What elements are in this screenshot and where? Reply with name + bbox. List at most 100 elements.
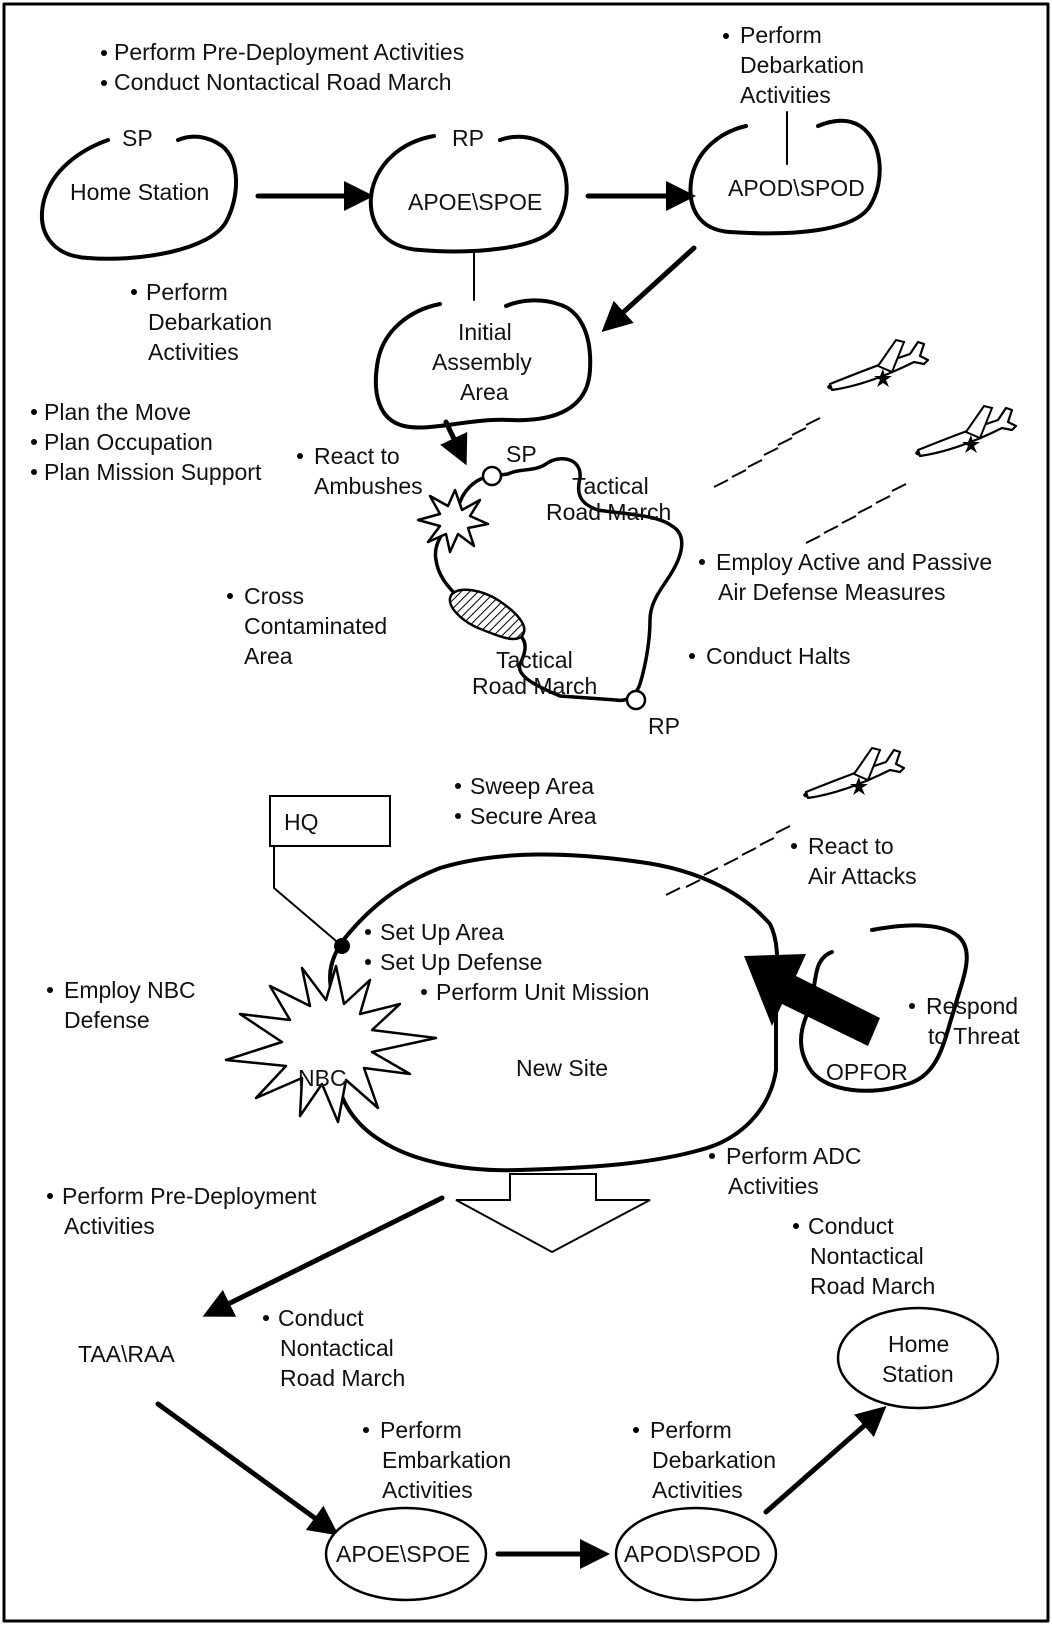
- apod-spod-area: [688, 118, 882, 236]
- embark-text: Perform: [380, 1417, 462, 1443]
- bullet-dot: [455, 783, 461, 789]
- tactical-label: Road March: [546, 499, 671, 525]
- sweep-text: Sweep Area: [470, 773, 594, 799]
- initial-assembly-label: Assembly: [432, 349, 532, 375]
- air-defense-text: Employ Active and Passive: [716, 549, 992, 575]
- home-station-label: Station: [882, 1361, 954, 1387]
- redeploy-arrow: [455, 1173, 651, 1254]
- tactical-label: Road March: [472, 673, 597, 699]
- ambush-text: React to: [314, 443, 400, 469]
- apoe-spoe-ellipse: [324, 1506, 488, 1602]
- debark-text: Perform: [650, 1417, 732, 1443]
- bullet-dot: [689, 653, 695, 659]
- bullet-dot: [365, 929, 371, 935]
- hq-box: [269, 795, 391, 847]
- bullet-dot: [227, 593, 233, 599]
- bullet-text: Perform Pre-Deployment Activities: [114, 39, 464, 65]
- apod-spod-ellipse: [614, 1506, 778, 1602]
- contaminated-text: Contaminated: [244, 613, 387, 639]
- road-march-text: Conduct: [278, 1305, 364, 1331]
- adc-text: Perform ADC: [726, 1143, 861, 1169]
- rp-label: RP: [452, 125, 484, 151]
- nbc-burst-icon: [224, 964, 438, 1124]
- bullet-dot: [793, 1223, 799, 1229]
- bullet-dot: [365, 959, 371, 965]
- road-march-text: Nontactical: [810, 1243, 924, 1269]
- sp-label: SP: [506, 441, 537, 467]
- bullet-dot: [31, 469, 37, 475]
- initial-assembly-label: Initial: [458, 319, 512, 345]
- bullet-dot: [909, 1003, 915, 1009]
- bullet-dot: [297, 453, 303, 459]
- flow-arrow: [763, 1406, 887, 1515]
- threat-text: Respond: [926, 993, 1018, 1019]
- road-march-text: Road March: [810, 1273, 935, 1299]
- jet-icon: [914, 404, 1018, 458]
- initial-assembly-area: [373, 298, 593, 430]
- rp-checkpoint: [625, 689, 647, 711]
- jet-icon: [826, 338, 930, 392]
- home-station-ellipse: [836, 1306, 1000, 1410]
- nbc-label: NBC: [298, 1065, 347, 1091]
- tactical-label: Tactical: [572, 473, 649, 499]
- opfor-label: OPFOR: [826, 1059, 908, 1085]
- apod-spod-label: APOD\SPOD: [624, 1541, 761, 1567]
- road-march-text: Nontactical: [280, 1335, 394, 1361]
- sp-checkpoint: [481, 465, 503, 487]
- debark-text: Perform: [146, 279, 228, 305]
- contaminated-text: Cross: [244, 583, 304, 609]
- pre-deploy-text: Perform Pre-Deployment: [62, 1183, 317, 1209]
- ambush-burst-icon: [416, 488, 490, 554]
- air-attack-text: Air Attacks: [808, 863, 917, 889]
- gunfire-lines: [665, 825, 791, 896]
- halts-text: Conduct Halts: [706, 643, 850, 669]
- home-station-label: Home: [888, 1331, 949, 1357]
- adc-text: Activities: [728, 1173, 819, 1199]
- nbc-defense-text: Defense: [64, 1007, 150, 1033]
- bullet-dot: [101, 80, 107, 86]
- taa-raa-label: TAA\RAA: [78, 1341, 175, 1367]
- plan-text: Plan Occupation: [44, 429, 213, 455]
- home-station-label: Home Station: [70, 179, 209, 205]
- threat-arrow: [744, 954, 880, 1046]
- nbc-defense-text: Employ NBC: [64, 977, 196, 1003]
- embark-text: Activities: [382, 1477, 473, 1503]
- flow-arrow: [440, 419, 468, 466]
- sweep-text: Secure Area: [470, 803, 597, 829]
- bullet-dot: [47, 1193, 53, 1199]
- hq-leader-line: [273, 845, 343, 947]
- flow-arrow: [155, 1401, 339, 1536]
- plan-text: Plan the Move: [44, 399, 191, 425]
- pre-deploy-text: Activities: [64, 1213, 155, 1239]
- bullet-dot: [101, 50, 107, 56]
- embark-text: Embarkation: [382, 1447, 511, 1473]
- home-station-area: [40, 134, 238, 261]
- air-attack-text: React to: [808, 833, 894, 859]
- contaminated-area: [448, 588, 526, 641]
- tactical-label: Tactical: [496, 647, 573, 673]
- apoe-spoe-label: APOE\SPOE: [408, 189, 542, 215]
- tactical-route: [433, 457, 684, 703]
- bullet-dot: [31, 409, 37, 415]
- debark-text: Debarkation: [740, 52, 864, 78]
- setup-text: Perform Unit Mission: [436, 979, 649, 1005]
- hq-label: HQ: [284, 809, 319, 835]
- apod-spod-label: APOD\SPOD: [728, 175, 865, 201]
- road-march-text: Road March: [280, 1365, 405, 1391]
- initial-assembly-label: Area: [460, 379, 509, 405]
- air-defense-text: Air Defense Measures: [718, 579, 946, 605]
- flow-arrow: [202, 1195, 445, 1317]
- apoe-spoe-area: [368, 134, 569, 254]
- rp-label: RP: [648, 713, 680, 739]
- bullet-dot: [263, 1315, 269, 1321]
- bullet-dot: [633, 1427, 639, 1433]
- road-march-text: Conduct: [808, 1213, 894, 1239]
- debark-text: Activities: [740, 82, 831, 108]
- debark-text: Activities: [148, 339, 239, 365]
- sp-label: SP: [122, 125, 153, 151]
- jet-icon: [802, 746, 906, 800]
- bullet-dot: [699, 559, 705, 565]
- debark-text: Activities: [652, 1477, 743, 1503]
